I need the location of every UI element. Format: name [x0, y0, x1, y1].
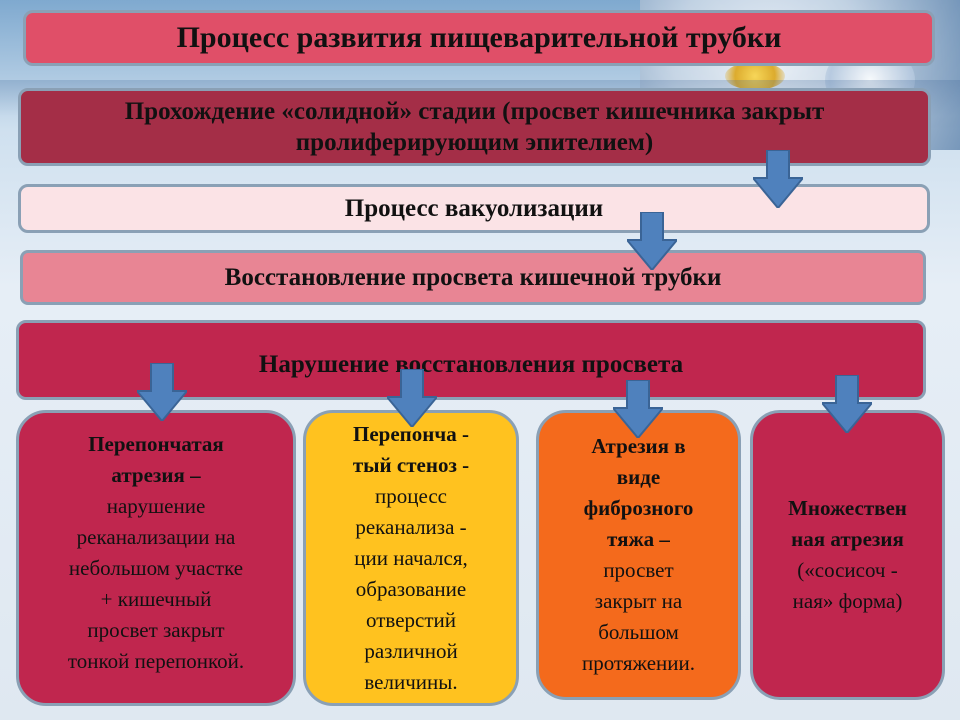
outcome-heading: тый стеноз - — [352, 453, 470, 477]
outcome-text: нарушение — [106, 494, 206, 518]
outcome-text: просвет закрыт — [87, 618, 225, 642]
outcome-text: большом — [598, 620, 679, 644]
step-restoration: Восстановление просвета кишечной трубки — [20, 250, 926, 305]
outcome-text: реканализации на — [76, 525, 236, 549]
outcome-fibrous-cord-atresia: Атрезия в виде фиброзного тяжа – просвет… — [536, 410, 741, 700]
outcome-text: + кишечный — [100, 587, 212, 611]
outcome-heading: атрезия – — [111, 463, 201, 487]
outcome-heading: тяжа – — [607, 527, 670, 551]
outcome-membranous-atresia: Перепончатая атрезия – нарушение реканал… — [16, 410, 296, 706]
outcome-heading: Множествен — [788, 496, 907, 520]
outcome-heading: ная атрезия — [791, 527, 904, 551]
outcome-membranous-stenosis: Перепонча - тый стеноз - процесс реканал… — [303, 410, 519, 706]
arrow-down-icon — [613, 380, 663, 438]
outcome-heading: Атрезия в — [591, 434, 686, 458]
outcome-multiple-atresia: Множествен ная атрезия («сосисоч - ная» … — [750, 410, 945, 700]
outcome-text: («сосисоч - — [797, 558, 898, 582]
outcome-heading: виде — [616, 465, 661, 489]
outcome-text: протяжении. — [581, 651, 696, 675]
arrow-down-icon — [137, 363, 187, 421]
outcome-text: образование — [355, 577, 467, 601]
outcome-text: небольшом участке — [68, 556, 244, 580]
arrow-down-icon — [627, 212, 677, 270]
outcome-text: реканализа - — [355, 515, 467, 539]
outcome-text: величины. — [364, 670, 458, 694]
outcome-text: отверстий — [366, 608, 456, 632]
diagram-title: Процесс развития пищеварительной трубки — [23, 10, 935, 66]
arrow-down-icon — [387, 369, 437, 427]
outcome-text: различной — [364, 639, 458, 663]
outcome-heading: Перепончатая — [88, 432, 224, 456]
outcome-text: ции начался, — [354, 546, 468, 570]
arrow-down-icon — [822, 375, 872, 433]
arrow-down-icon — [753, 150, 803, 208]
outcome-text: процесс — [375, 484, 447, 508]
outcome-text: просвет — [603, 558, 674, 582]
outcome-text: закрыт на — [594, 589, 683, 613]
background-photo-detail — [725, 62, 785, 90]
outcome-text: тонкой перепонкой. — [67, 649, 245, 673]
outcome-heading: фиброзного — [583, 496, 694, 520]
outcome-text: ная» форма) — [792, 589, 903, 613]
